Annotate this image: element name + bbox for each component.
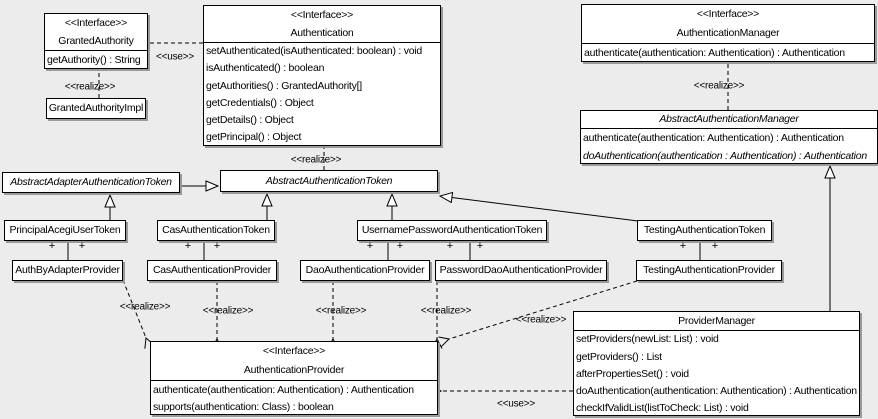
method-label: getProviders() : List xyxy=(576,350,662,363)
stereotype-label: <<Interface>> xyxy=(262,345,326,358)
realize-label: <<realize>> xyxy=(315,305,367,317)
class-abstract-adapter-authentication-token[interactable]: AbstractAdapterAuthenticationToken xyxy=(2,172,180,193)
class-name: DaoAuthenticationProvider xyxy=(305,264,425,277)
method-label: getPrincipal() : Object xyxy=(206,131,302,144)
stereotype-label: <<Interface>> xyxy=(290,8,354,21)
class-name: UsernamePasswordAuthenticationToken xyxy=(361,224,543,237)
class-abstract-authentication-manager[interactable]: AbstractAuthenticationManager authentica… xyxy=(580,110,878,164)
multiplicity-plus: + xyxy=(78,240,86,252)
class-name: GrantedAuthority xyxy=(58,34,134,47)
class-authentication[interactable]: <<Interface>> Authentication setAuthenti… xyxy=(203,5,441,146)
multiplicity-plus: + xyxy=(366,240,374,252)
method-label: getCredentials() : Object xyxy=(206,96,314,109)
class-name: TestingAuthenticationToken xyxy=(643,224,766,237)
class-name: AuthenticationProvider xyxy=(243,364,345,377)
class-username-password-authentication-token[interactable]: UsernamePasswordAuthenticationToken xyxy=(357,220,547,241)
method-label: getAuthority() : String xyxy=(47,53,141,66)
generalization-testing-to-abstracttoken xyxy=(440,196,639,222)
multiplicity-plus: + xyxy=(476,240,484,252)
method-label: isAuthenticated() : boolean xyxy=(206,62,325,75)
class-testing-authentication-token[interactable]: TestingAuthenticationToken xyxy=(637,220,772,241)
class-authentication-manager[interactable]: <<Interface>> AuthenticationManager auth… xyxy=(581,4,875,62)
method-label: checkIfValidList(listToCheck: List) : vo… xyxy=(576,402,749,415)
class-name: AbstractAdapterAuthenticationToken xyxy=(10,176,172,189)
class-provider-manager[interactable]: ProviderManager setProviders(newList: Li… xyxy=(573,311,860,416)
class-name: AbstractAuthenticationToken xyxy=(265,174,393,187)
use-label: <<use>> xyxy=(496,398,536,410)
class-name: GrantedAuthorityImpl xyxy=(48,102,144,115)
multiplicity-plus: + xyxy=(213,240,221,252)
method-label: setAuthenticated(isAuthenticated: boolea… xyxy=(206,45,422,58)
method-label: authenticate(authentication: Authenticat… xyxy=(584,47,845,60)
class-testing-authentication-provider[interactable]: TestingAuthenticationProvider xyxy=(636,260,782,281)
class-cas-authentication-token[interactable]: CasAuthenticationToken xyxy=(157,220,275,241)
method-label: doAuthentication(authentication : Authen… xyxy=(583,149,867,162)
realize-authbyadapter-provider xyxy=(122,279,155,349)
class-name: ProviderManager xyxy=(678,314,755,327)
class-granted-authority[interactable]: <<Interface>> GrantedAuthority getAuthor… xyxy=(44,13,148,69)
class-name: CasAuthenticationToken xyxy=(162,224,270,237)
realize-label: <<realize>> xyxy=(202,305,254,317)
method-label: authenticate(authentication: Authenticat… xyxy=(583,131,844,144)
class-name: TestingAuthenticationProvider xyxy=(643,264,775,277)
use-label: <<use>> xyxy=(155,51,195,63)
class-authentication-provider[interactable]: <<Interface>> AuthenticationProvider aut… xyxy=(150,341,438,415)
multiplicity-plus: + xyxy=(396,240,404,252)
class-name: AuthenticationManager xyxy=(676,27,780,40)
class-dao-authentication-provider[interactable]: DaoAuthenticationProvider xyxy=(300,260,430,281)
multiplicity-plus: + xyxy=(184,240,192,252)
method-label: doAuthentication(authentication: Authent… xyxy=(576,384,857,397)
realize-label: <<realize>> xyxy=(290,154,342,166)
multiplicity-plus: + xyxy=(679,240,687,252)
method-label: getDetails() : Object xyxy=(206,113,294,126)
class-password-dao-authentication-provider[interactable]: PasswordDaoAuthenticationProvider xyxy=(435,260,607,281)
method-label: authenticate(authentication: Authenticat… xyxy=(153,383,414,396)
class-auth-by-adapter-provider[interactable]: AuthByAdapterProvider xyxy=(12,260,123,281)
realize-label: <<realize>> xyxy=(64,81,116,93)
multiplicity-plus: + xyxy=(446,240,454,252)
class-name: PrincipalAcegiUserToken xyxy=(9,224,121,237)
class-name: Authentication xyxy=(290,26,354,39)
class-principal-acegi-user-token[interactable]: PrincipalAcegiUserToken xyxy=(4,220,126,241)
method-label: afterPropertiesSet() : void xyxy=(576,367,689,380)
class-name: AbstractAuthenticationManager xyxy=(659,113,799,126)
class-abstract-authentication-token[interactable]: AbstractAuthenticationToken xyxy=(220,170,438,192)
realize-label: <<realize>> xyxy=(420,305,472,317)
realize-testing-provider xyxy=(438,280,638,347)
class-name: CasAuthenticationProvider xyxy=(152,264,272,277)
realize-label: <<realize>> xyxy=(119,301,171,313)
method-label: supports(authentication: Class) : boolea… xyxy=(153,401,334,413)
multiplicity-plus: + xyxy=(48,240,56,252)
multiplicity-plus: + xyxy=(711,240,719,252)
stereotype-label: <<Interface>> xyxy=(64,16,128,29)
realize-label: <<realize>> xyxy=(693,80,745,92)
class-name: AuthByAdapterProvider xyxy=(15,264,120,277)
method-label: setProviders(newList: List) : void xyxy=(576,333,719,346)
method-label: getAuthorities() : GrantedAuthority[] xyxy=(206,79,362,92)
class-granted-authority-impl[interactable]: GrantedAuthorityImpl xyxy=(46,98,146,119)
class-name: PasswordDaoAuthenticationProvider xyxy=(439,264,603,277)
stereotype-label: <<Interface>> xyxy=(696,8,760,21)
realize-label: <<realize>> xyxy=(515,314,567,326)
class-cas-authentication-provider[interactable]: CasAuthenticationProvider xyxy=(147,260,277,281)
